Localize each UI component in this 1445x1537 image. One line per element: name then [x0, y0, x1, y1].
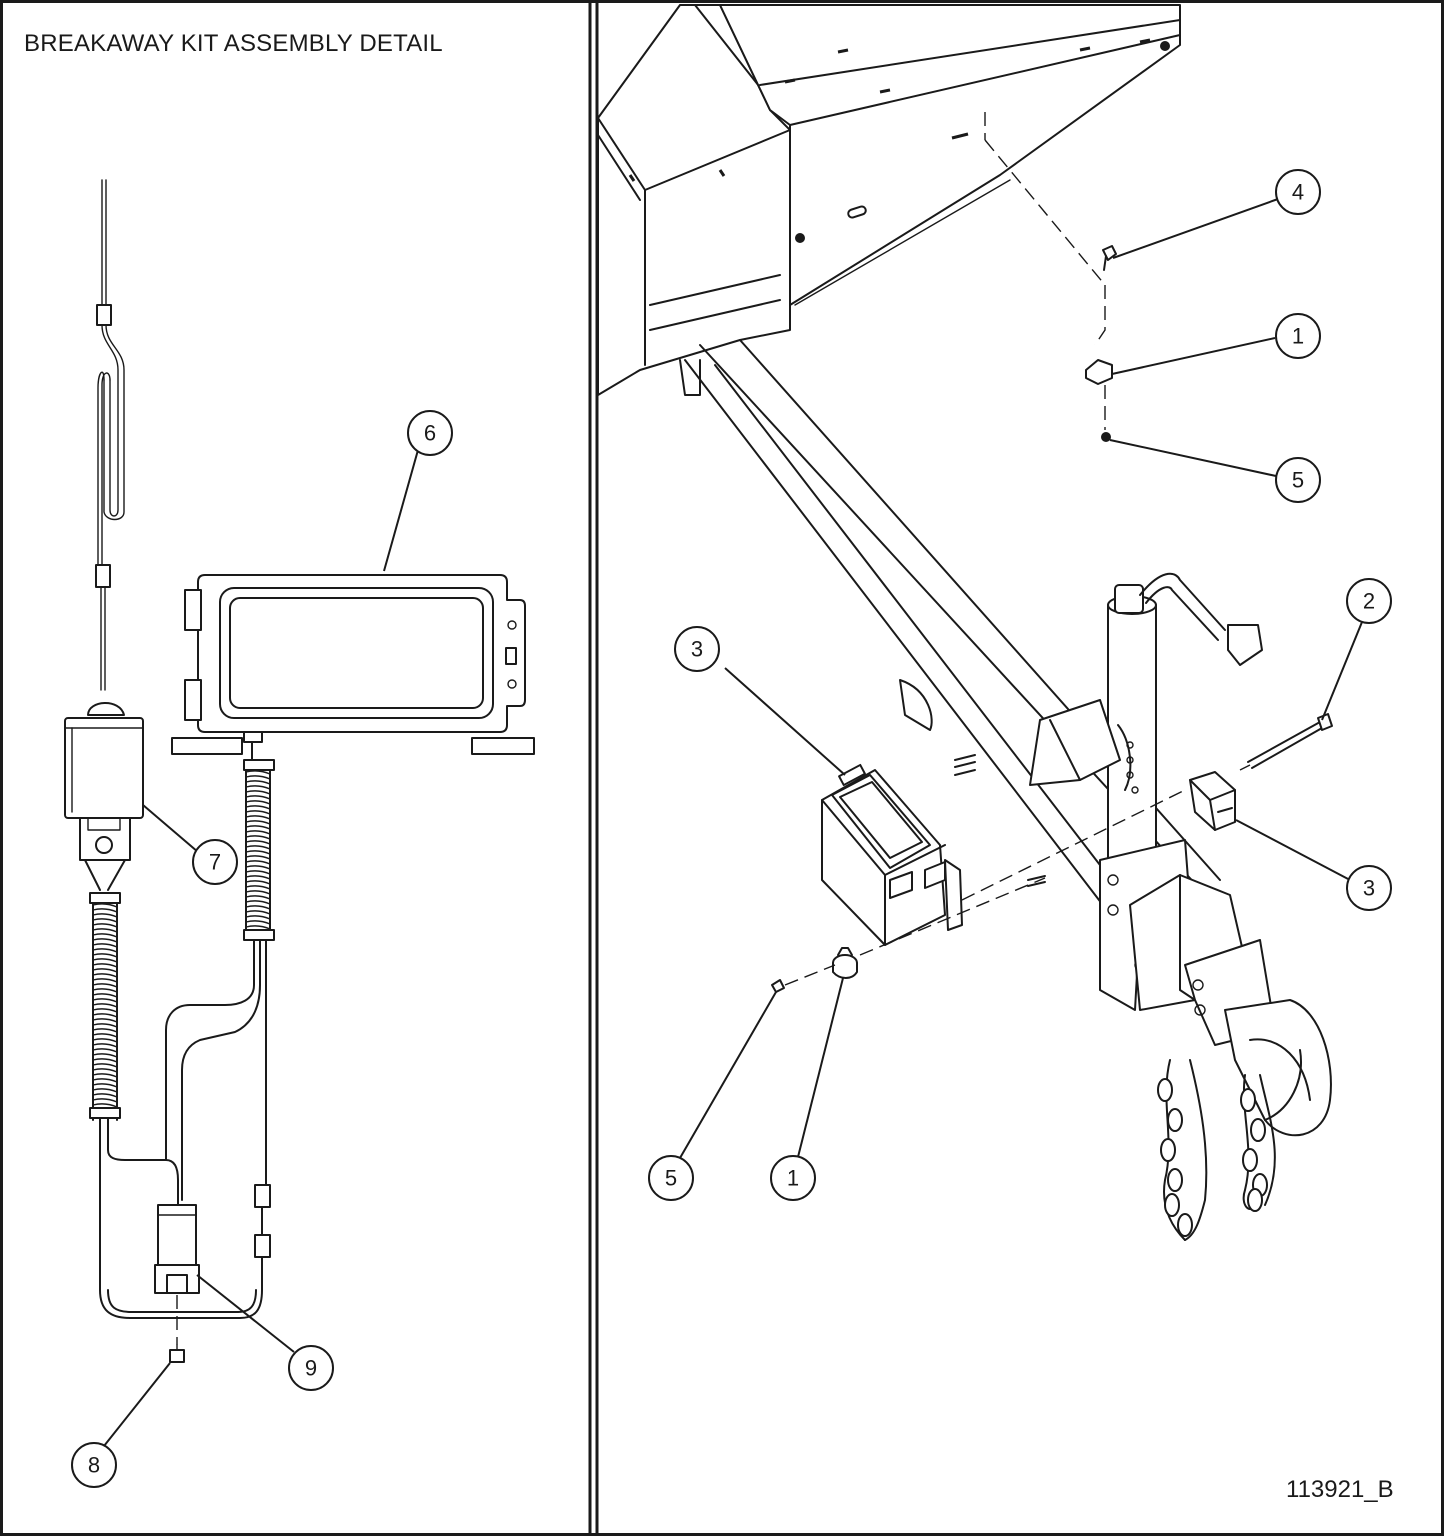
breakaway-cable [87, 179, 125, 716]
balloon-4: 4 [1275, 169, 1321, 215]
svg-text:5: 5 [665, 1166, 677, 1191]
lower-hardware [771, 947, 858, 993]
mounting-bracket [1189, 771, 1236, 831]
wiring-harness [99, 939, 271, 1319]
carriage-bolt [1247, 713, 1333, 769]
balloon-9: 9 [288, 1345, 334, 1391]
svg-text:1: 1 [1292, 324, 1304, 349]
leader-9 [196, 1274, 295, 1353]
svg-text:4: 4 [1292, 180, 1304, 205]
leader-5b [679, 991, 777, 1159]
leader-3b [1235, 819, 1351, 881]
leader-3a [724, 667, 846, 776]
balloon-2: 2 [1346, 578, 1392, 624]
battery-box [171, 574, 535, 755]
balloon-3-left: 3 [674, 626, 720, 672]
leader-4 [1112, 198, 1279, 259]
leader-6 [383, 449, 419, 572]
harness-connector [154, 1204, 200, 1345]
leader-7 [142, 804, 199, 853]
safety-chains [1157, 1059, 1276, 1241]
assembly-lines [784, 112, 1251, 986]
drawing-number: 113921_B [1286, 1476, 1394, 1503]
balloon-8: 8 [71, 1442, 117, 1488]
upper-hardware [1085, 245, 1117, 442]
balloon-7: 7 [192, 839, 238, 885]
svg-text:8: 8 [88, 1453, 100, 1478]
svg-text:9: 9 [305, 1356, 317, 1381]
balloon-6: 6 [407, 410, 453, 456]
balloon-1-upper: 1 [1275, 313, 1321, 359]
balloon-3-right: 3 [1346, 865, 1392, 911]
balloon-5-lower: 5 [648, 1155, 694, 1201]
leader-1b [797, 977, 844, 1158]
mounting-studs [954, 754, 1046, 887]
svg-text:7: 7 [209, 850, 221, 875]
battery-coiled-cord [243, 741, 275, 941]
leader-5a [1109, 439, 1277, 477]
svg-text:1: 1 [787, 1166, 799, 1191]
small-plug [169, 1344, 185, 1363]
balloon-1-lower: 1 [770, 1155, 816, 1201]
hitch-coupler [1099, 839, 1332, 1137]
svg-text:6: 6 [424, 421, 436, 446]
svg-text:3: 3 [691, 637, 703, 662]
leader-8 [103, 1362, 171, 1447]
leader-2 [1321, 621, 1363, 721]
svg-text:2: 2 [1363, 589, 1375, 614]
switch-coiled-cord [89, 892, 121, 1121]
leader-1a [1111, 337, 1276, 375]
trailer-frame [597, 4, 1181, 396]
tongue-jack [1029, 572, 1263, 866]
svg-text:3: 3 [1363, 876, 1375, 901]
balloon-5-upper: 5 [1275, 457, 1321, 503]
svg-text:5: 5 [1292, 468, 1304, 493]
breakaway-switch [64, 717, 144, 891]
mounted-battery-box [821, 763, 963, 946]
drawing-title: BREAKAWAY KIT ASSEMBLY DETAIL [24, 30, 443, 57]
